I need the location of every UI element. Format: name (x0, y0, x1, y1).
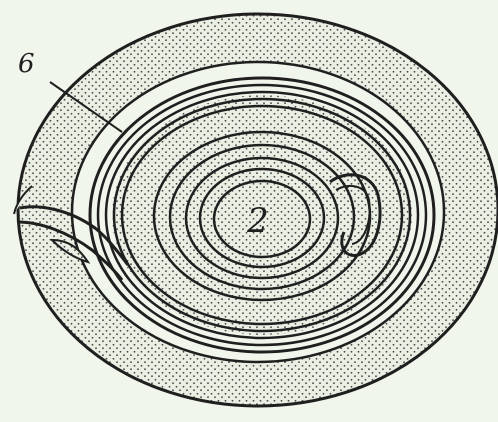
outer-label: 6 (18, 49, 35, 79)
center-label: 2 (246, 201, 269, 241)
